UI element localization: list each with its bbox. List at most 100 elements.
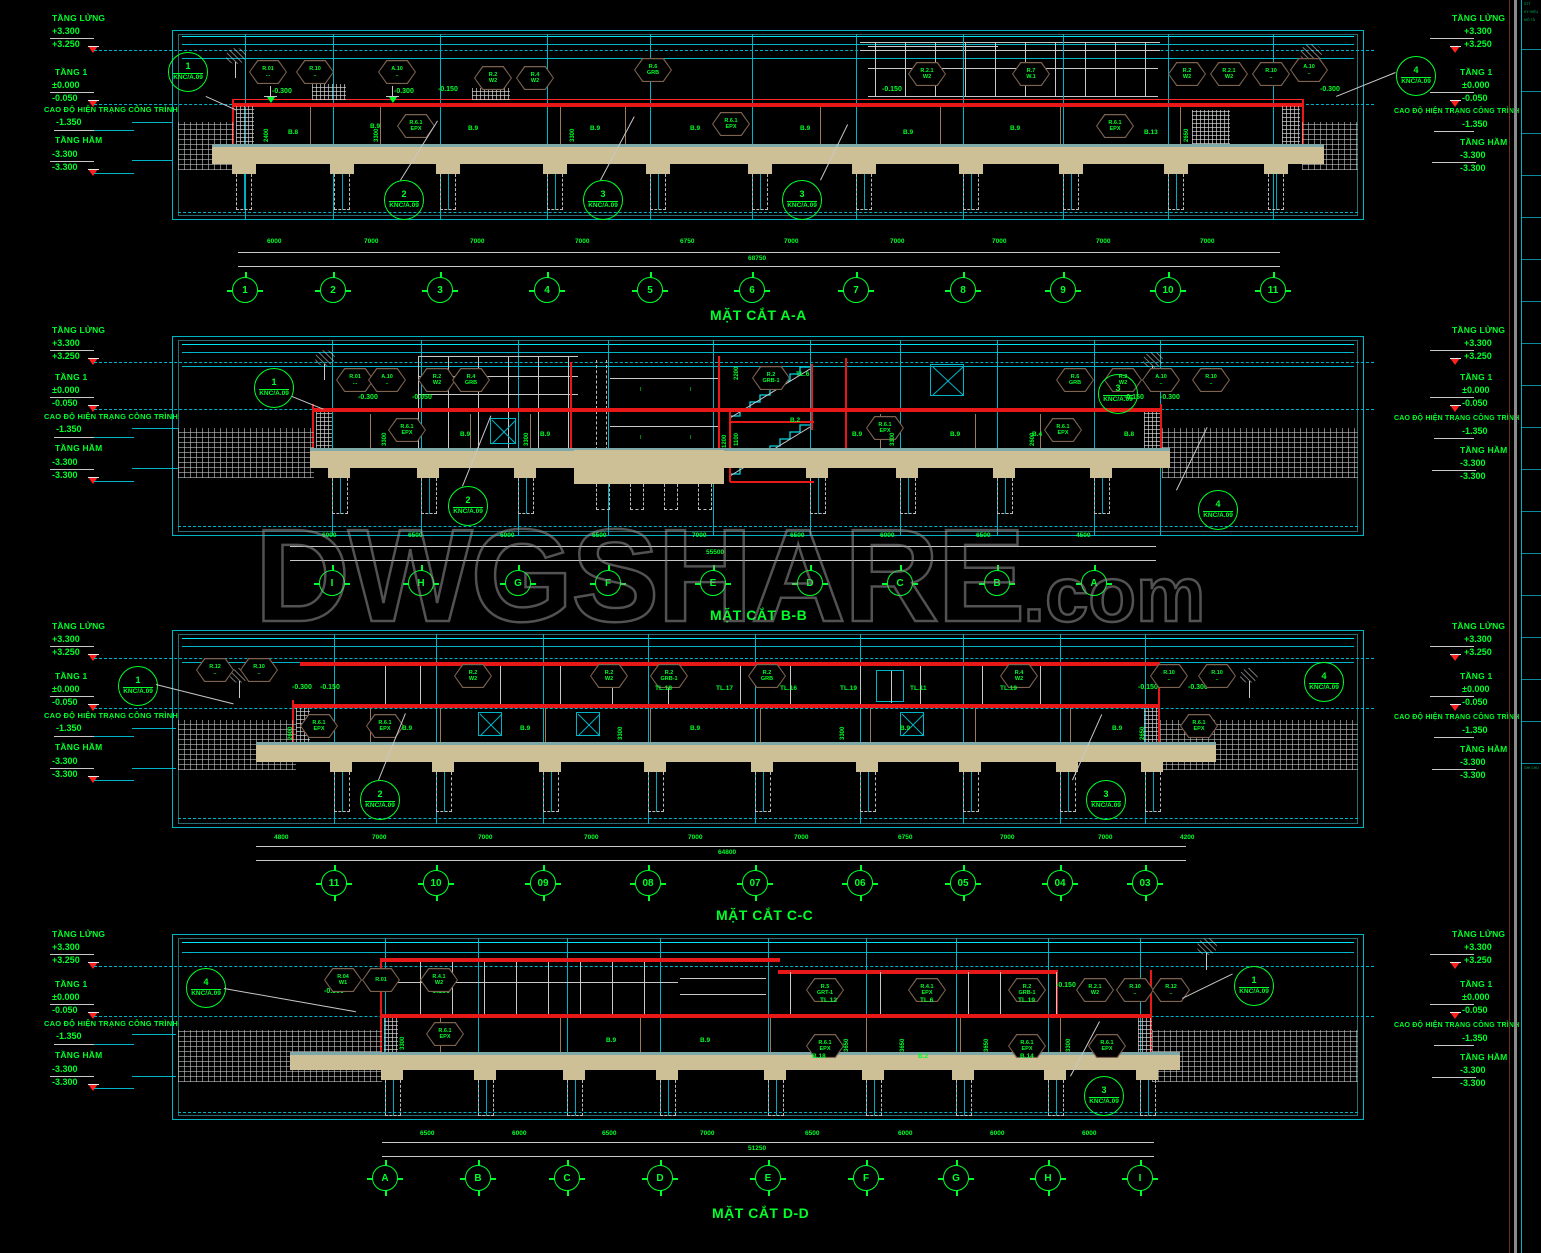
grid-bubble-11[interactable]: 11 xyxy=(1255,272,1291,303)
grid-bubble-d[interactable]: D xyxy=(642,1160,678,1196)
grid-bubble-11[interactable]: 11 xyxy=(316,865,352,901)
grid-bubble-f[interactable]: F xyxy=(848,1160,884,1196)
detail-callout[interactable]: 4 KNC/A.09 xyxy=(186,968,226,1008)
detail-callout[interactable]: 2 KNC/A.09 xyxy=(384,180,424,220)
level-value-basement: -3.300 xyxy=(52,756,78,766)
grid-bubble-9[interactable]: 9 xyxy=(1045,272,1081,303)
span-dimension: 7000 xyxy=(478,834,493,841)
room-code: B.9 xyxy=(700,1037,711,1044)
title-block-row xyxy=(1522,428,1541,470)
room-code: TL.19 xyxy=(1000,685,1017,692)
room-code: B.13 xyxy=(1144,129,1158,136)
detail-callout[interactable]: 3 KNC/A.09 xyxy=(1086,780,1126,820)
level-label-mezzanine: TẦNG LỬNG xyxy=(52,621,106,631)
grid-bubble-04[interactable]: 04 xyxy=(1042,865,1078,901)
grid-bubble-06[interactable]: 06 xyxy=(842,865,878,901)
grid-bubble-g[interactable]: G xyxy=(500,565,536,596)
grid-bubble-b[interactable]: B xyxy=(979,565,1015,596)
detail-callout[interactable]: 3 KNC/A.09 xyxy=(1084,1076,1124,1116)
grid-bubble-g[interactable]: G xyxy=(938,1160,974,1196)
span-dimension: 6500 xyxy=(420,1130,435,1137)
grid-bubble-4[interactable]: 4 xyxy=(529,272,565,303)
level-marker-icon xyxy=(1450,1012,1461,1020)
detail-callout[interactable]: 2 KNC/A.09 xyxy=(360,780,400,820)
grid-bubble-a[interactable]: A xyxy=(367,1160,403,1196)
level-marker-icon xyxy=(1450,100,1461,108)
level-label-mezzanine: TẦNG LỬNG xyxy=(52,13,106,23)
detail-callout[interactable]: 3 KNC/A.09 xyxy=(1098,374,1138,414)
spot-level-value: -0.300 xyxy=(394,88,414,95)
material-tag: R.12.. xyxy=(196,658,234,682)
grid-bubble-3[interactable]: 3 xyxy=(422,272,458,303)
level-label-basement-right: TẦNG HẦM xyxy=(1460,1052,1508,1062)
room-code: B.9 xyxy=(590,125,601,132)
spot-level-value: -0.300 xyxy=(1320,86,1340,93)
grid-bubble-5[interactable]: 5 xyxy=(632,272,668,303)
detail-callout[interactable]: 1 KNC/A.09 xyxy=(168,52,208,92)
grid-bubble-09[interactable]: 09 xyxy=(525,865,561,901)
room-code: B.2 xyxy=(918,1053,929,1060)
level-value-floor1-right: ±0.000 xyxy=(1462,992,1490,1002)
detail-callout[interactable]: 3 KNC/A.09 xyxy=(583,180,623,220)
grid-bubble-08[interactable]: 08 xyxy=(630,865,666,901)
level-value-mezzanine-right: +3.300 xyxy=(1464,26,1492,36)
grid-bubble-10[interactable]: 10 xyxy=(1150,272,1186,303)
grid-bubble-2[interactable]: 2 xyxy=(315,272,351,303)
level-label-floor1-right: TẦNG 1 xyxy=(1460,671,1493,681)
detail-callout[interactable]: 3 KNC/A.09 xyxy=(782,180,822,220)
grid-bubble-d[interactable]: D xyxy=(792,565,828,596)
room-code: TL.18 xyxy=(655,685,672,692)
grid-bubble-7[interactable]: 7 xyxy=(838,272,874,303)
grid-bubble-8[interactable]: 8 xyxy=(945,272,981,303)
grid-bubble-i[interactable]: I xyxy=(314,565,350,596)
grid-bubble-h[interactable]: H xyxy=(1030,1160,1066,1196)
title-block-row xyxy=(1522,50,1541,92)
title-block-row xyxy=(1522,554,1541,596)
grid-bubble-b[interactable]: B xyxy=(460,1160,496,1196)
detail-callout[interactable]: 1 KNC/A.09 xyxy=(118,666,158,706)
grid-bubble-a[interactable]: A xyxy=(1076,565,1112,596)
level-finish-basement: -3.300 xyxy=(52,769,78,779)
grid-bubble-e[interactable]: E xyxy=(750,1160,786,1196)
grid-bubble-c[interactable]: C xyxy=(882,565,918,596)
detail-callout[interactable]: 1 KNC/A.09 xyxy=(254,368,294,408)
level-marker-icon xyxy=(88,46,99,54)
level-value-existing-right: -1.350 xyxy=(1462,725,1488,735)
spot-level-value: -0.050 xyxy=(412,394,432,401)
detail-callout[interactable]: 4 KNC/A.09 xyxy=(1396,56,1436,96)
span-dimension: 6500 xyxy=(602,1130,617,1137)
span-dimension: 6500 xyxy=(976,532,991,539)
level-value-basement: -3.300 xyxy=(52,1064,78,1074)
grid-bubble-e[interactable]: E xyxy=(695,565,731,596)
grid-bubble-6[interactable]: 6 xyxy=(734,272,770,303)
grid-bubble-03[interactable]: 03 xyxy=(1127,865,1163,901)
level-label-floor1: TẦNG 1 xyxy=(55,372,88,382)
grid-bubble-05[interactable]: 05 xyxy=(945,865,981,901)
span-dimension: 7000 xyxy=(688,834,703,841)
title-block-row: KÝ HIỆU MÔ TẢ xyxy=(1522,8,1541,50)
grid-bubble-c[interactable]: C xyxy=(549,1160,585,1196)
detail-callout[interactable]: 2 KNC/A.09 xyxy=(448,486,488,526)
grid-bubble-h[interactable]: H xyxy=(403,565,439,596)
grid-bubble-10[interactable]: 10 xyxy=(418,865,454,901)
vertical-dimension: 2400 xyxy=(264,128,270,142)
total-dimension: 55500 xyxy=(706,549,725,556)
detail-callout[interactable]: 4 KNC/A.09 xyxy=(1304,662,1344,702)
grid-bubble-07[interactable]: 07 xyxy=(737,865,773,901)
level-label-floor1: TẦNG 1 xyxy=(55,671,88,681)
level-marker-icon xyxy=(88,1084,99,1092)
grid-bubble-1[interactable]: 1 xyxy=(227,272,263,303)
detail-callout[interactable]: 1 KNC/A.09 xyxy=(1234,966,1274,1006)
level-label-existing: CAO ĐỘ HIỆN TRẠNG CÔNG TRÌNH xyxy=(44,105,178,114)
detail-callout[interactable]: 4 KNC/A.09 xyxy=(1198,490,1238,530)
grid-bubble-f[interactable]: F xyxy=(590,565,626,596)
grid-bubble-i[interactable]: I xyxy=(1122,1160,1158,1196)
level-finish-floor1: -0.050 xyxy=(52,1005,78,1015)
level-value-existing-right: -1.350 xyxy=(1462,119,1488,129)
